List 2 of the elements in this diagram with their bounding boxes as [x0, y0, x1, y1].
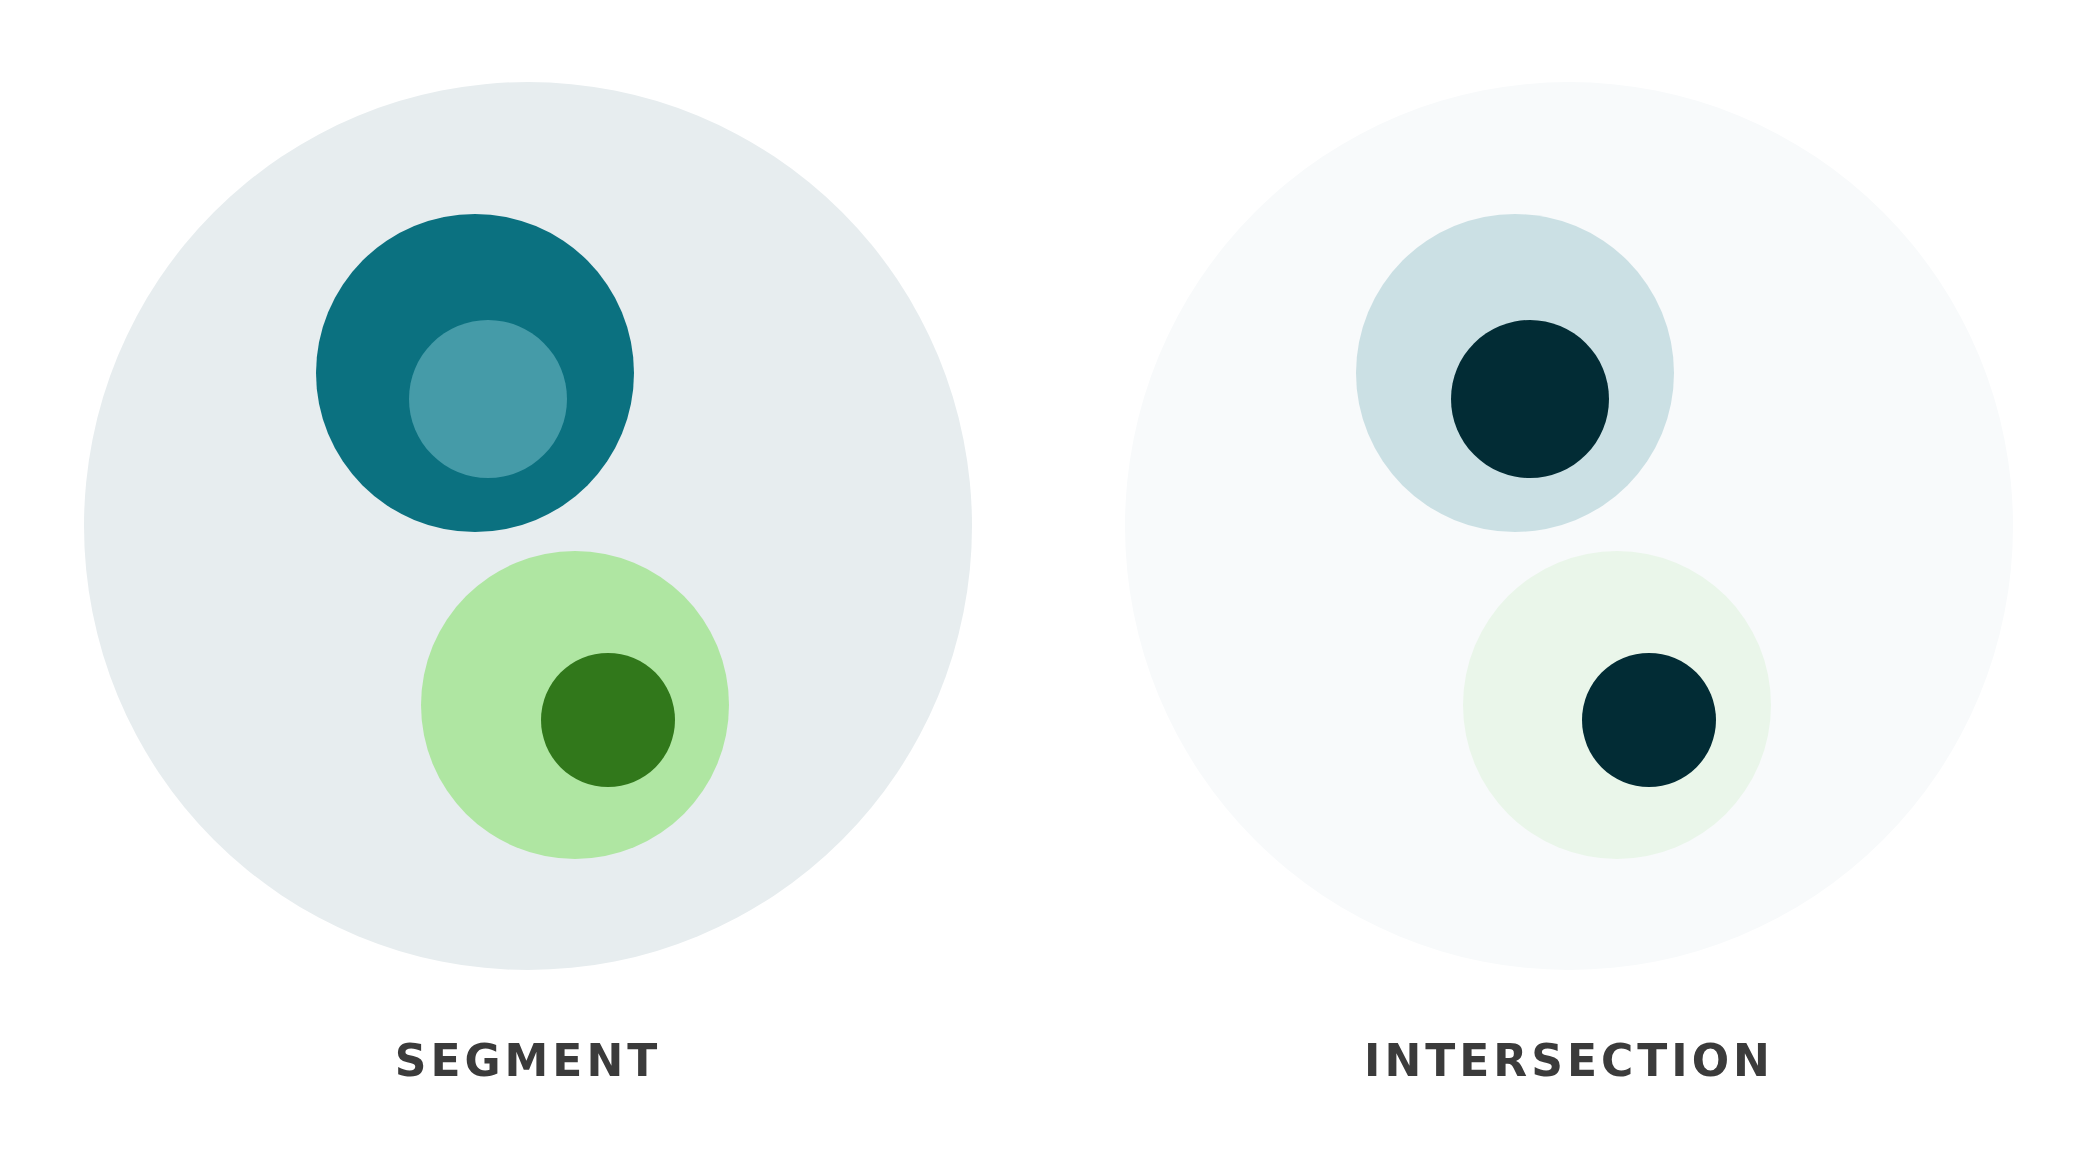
group-label: SEGMENT — [394, 1035, 662, 1086]
group-label: INTERSECTION — [1364, 1035, 1774, 1086]
